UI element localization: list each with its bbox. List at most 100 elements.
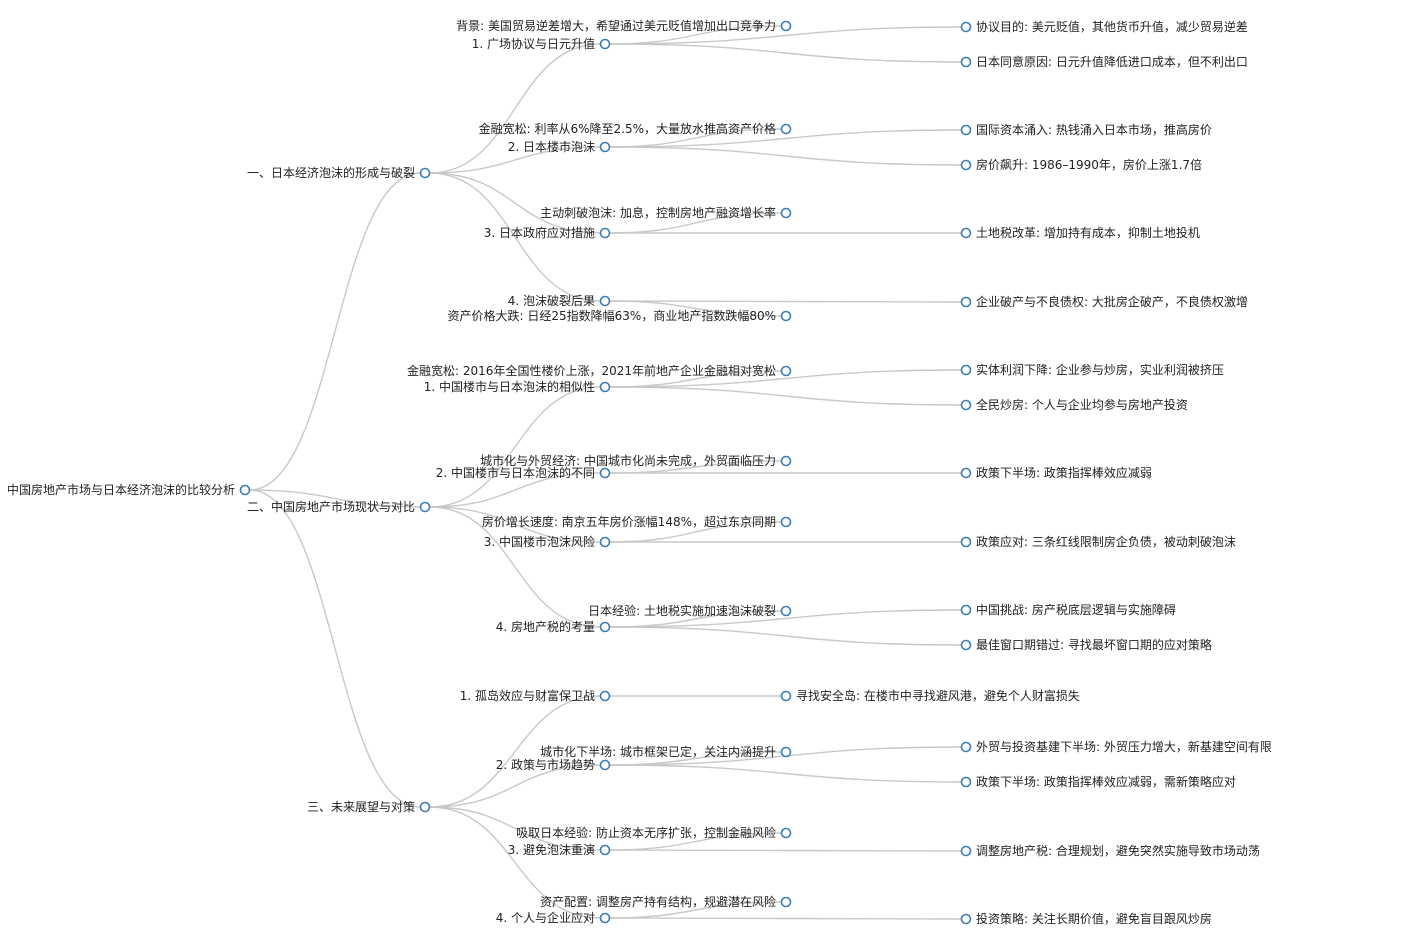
node-toggle-s3-3[interactable] [599, 844, 611, 856]
node-toggle-s3-2-b[interactable] [960, 741, 972, 753]
node-s1-4-a[interactable]: 资产价格大跌: 日经25指数降幅63%，商业地产指数跌幅80% [448, 308, 792, 323]
link-s3-3-b [609, 849, 962, 852]
node-s3-4-b[interactable]: 投资策略: 关注长期价值，避免盲目跟风炒房 [960, 911, 1212, 926]
node-s2-2-a[interactable]: 城市化与外贸经济: 中国城市化尚未完成，外贸面临压力 [480, 453, 792, 468]
node-s1-3-b[interactable]: 土地税改革: 增加持有成本，抑制土地投机 [960, 225, 1200, 240]
node-label-s1-2-b: 国际资本涌入: 热钱涌入日本市场，推高房价 [976, 122, 1212, 137]
node-s1-1-a[interactable]: 背景: 美国贸易逆差增大，希望通过美元贬值增加出口竞争力 [456, 18, 792, 33]
node-s3-2-c[interactable]: 政策下半场: 政策指挥棒效应减弱，需新策略应对 [960, 774, 1236, 789]
link-s2 [249, 489, 421, 508]
node-s1-2-c[interactable]: 房价飙升: 1986–1990年，房价上涨1.7倍 [960, 157, 1203, 172]
node-s2-3-b[interactable]: 政策应对: 三条红线限制房企负债，被动刺破泡沫 [960, 534, 1236, 549]
node-toggle-s1-3-a[interactable] [780, 207, 792, 219]
node-toggle-s2-1-a[interactable] [780, 365, 792, 377]
node-s3-2[interactable]: 2. 政策与市场趋势 [496, 757, 611, 772]
node-s1-2[interactable]: 2. 日本楼市泡沫 [508, 139, 611, 154]
node-toggle-root[interactable] [239, 484, 251, 496]
node-toggle-s1-2-b[interactable] [960, 124, 972, 136]
node-toggle-s1-2[interactable] [599, 141, 611, 153]
node-toggle-s3-3-b[interactable] [960, 845, 972, 857]
node-s3-4[interactable]: 4. 个人与企业应对 [496, 910, 611, 925]
node-toggle-s1-3[interactable] [599, 227, 611, 239]
node-toggle-s1-4-a[interactable] [780, 310, 792, 322]
node-toggle-s3-1[interactable] [599, 690, 611, 702]
node-label-s3-2-c: 政策下半场: 政策指挥棒效应减弱，需新策略应对 [976, 774, 1236, 789]
node-s2-4-b[interactable]: 中国挑战: 房产税底层逻辑与实施障碍 [960, 602, 1176, 617]
node-s3-1-a[interactable]: 寻找安全岛: 在楼市中寻找避风港，避免个人财富损失 [780, 688, 1080, 703]
node-s1-2-a[interactable]: 金融宽松: 利率从6%降至2.5%，大量放水推高资产价格 [479, 121, 792, 136]
node-toggle-s3-2-c[interactable] [960, 776, 972, 788]
node-s2[interactable]: 二、中国房地产市场现状与对比 [247, 499, 431, 514]
node-s2-4-c[interactable]: 最佳窗口期错过: 寻找最坏窗口期的应对策略 [960, 637, 1212, 652]
node-label-s2-4-c: 最佳窗口期错过: 寻找最坏窗口期的应对策略 [976, 637, 1212, 652]
node-toggle-s2-1-b[interactable] [960, 364, 972, 376]
node-toggle-s2-4[interactable] [599, 621, 611, 633]
node-toggle-s1-2-a[interactable] [780, 123, 792, 135]
node-toggle-s2-1[interactable] [599, 381, 611, 393]
node-toggle-s2[interactable] [419, 501, 431, 513]
node-toggle-s3-3-a[interactable] [780, 827, 792, 839]
node-toggle-s1-1-b[interactable] [960, 21, 972, 33]
node-toggle-s1[interactable] [419, 167, 431, 179]
node-label-s3-4: 4. 个人与企业应对 [496, 910, 595, 925]
node-label-s1-1: 1. 广场协议与日元升值 [472, 36, 595, 51]
node-toggle-s2-2-b[interactable] [960, 467, 972, 479]
node-toggle-s2-4-b[interactable] [960, 604, 972, 616]
node-toggle-s1-3-b[interactable] [960, 227, 972, 239]
node-toggle-s1-4-b[interactable] [960, 296, 972, 308]
node-s1-2-b[interactable]: 国际资本涌入: 热钱涌入日本市场，推高房价 [960, 122, 1212, 137]
node-toggle-s3-2-a[interactable] [780, 746, 792, 758]
node-s3-2-b[interactable]: 外贸与投资基建下半场: 外贸压力增大，新基建空间有限 [960, 739, 1272, 754]
node-toggle-s2-2[interactable] [599, 467, 611, 479]
node-toggle-s1-1-a[interactable] [780, 20, 792, 32]
node-toggle-s2-4-c[interactable] [960, 639, 972, 651]
node-label-s1-3-a: 主动刺破泡沫: 加息，控制房地产融资增长率 [540, 205, 776, 220]
node-toggle-s2-1-c[interactable] [960, 399, 972, 411]
node-toggle-s2-4-a[interactable] [780, 605, 792, 617]
node-s3-4-a[interactable]: 资产配置: 调整房产持有结构，规避潜在风险 [540, 894, 792, 909]
node-s1-1[interactable]: 1. 广场协议与日元升值 [472, 36, 611, 51]
node-s2-4[interactable]: 4. 房地产税的考量 [496, 619, 611, 634]
node-s3-3[interactable]: 3. 避免泡沫重演 [508, 842, 611, 857]
node-toggle-s1-1[interactable] [599, 38, 611, 50]
node-s1-4[interactable]: 4. 泡沫破裂后果 [508, 293, 611, 308]
node-s1-3-a[interactable]: 主动刺破泡沫: 加息，控制房地产融资增长率 [540, 205, 792, 220]
node-toggle-s2-3-a[interactable] [780, 516, 792, 528]
node-s1[interactable]: 一、日本经济泡沫的形成与破裂 [247, 165, 431, 180]
node-label-s2-3: 3. 中国楼市泡沫风险 [484, 534, 595, 549]
node-toggle-s1-1-c[interactable] [960, 56, 972, 68]
node-s2-3[interactable]: 3. 中国楼市泡沫风险 [484, 534, 611, 549]
node-s2-2[interactable]: 2. 中国楼市与日本泡沫的不同 [436, 465, 611, 480]
node-toggle-s3-1-a[interactable] [780, 690, 792, 702]
node-toggle-s3-2[interactable] [599, 759, 611, 771]
node-toggle-s3-4[interactable] [599, 912, 611, 924]
node-label-s2-2-b: 政策下半场: 政策指挥棒效应减弱 [976, 465, 1152, 480]
node-toggle-s3-4-a[interactable] [780, 896, 792, 908]
node-s2-1-b[interactable]: 实体利润下降: 企业参与炒房，实业利润被挤压 [960, 362, 1224, 377]
node-s2-3-a[interactable]: 房价增长速度: 南京五年房价涨幅148%，超过东京同期 [482, 514, 792, 529]
node-root[interactable]: 中国房地产市场与日本经济泡沫的比较分析 [7, 482, 251, 497]
node-toggle-s1-4[interactable] [599, 295, 611, 307]
node-toggle-s1-2-c[interactable] [960, 159, 972, 171]
node-toggle-s2-3[interactable] [599, 536, 611, 548]
node-s2-2-b[interactable]: 政策下半场: 政策指挥棒效应减弱 [960, 465, 1152, 480]
node-s1-1-b[interactable]: 协议目的: 美元贬值，其他货币升值，减少贸易逆差 [960, 19, 1248, 34]
node-s3-1[interactable]: 1. 孤岛效应与财富保卫战 [460, 688, 611, 703]
node-s1-4-b[interactable]: 企业破产与不良债权: 大批房企破产，不良债权激增 [960, 294, 1248, 309]
node-s3-3-b[interactable]: 调整房地产税: 合理规划，避免突然实施导致市场动荡 [960, 843, 1260, 858]
node-toggle-s2-3-b[interactable] [960, 536, 972, 548]
node-s1-1-c[interactable]: 日本同意原因: 日元升值降低进口成本，但不利出口 [960, 54, 1248, 69]
node-s2-1-c[interactable]: 全民炒房: 个人与企业均参与房地产投资 [960, 397, 1188, 412]
node-s2-4-a[interactable]: 日本经验: 土地税实施加速泡沫破裂 [588, 603, 792, 618]
node-s2-1-a[interactable]: 金融宽松: 2016年全国性楼价上涨，2021年前地产企业金融相对宽松 [407, 363, 792, 378]
node-s3-2-a[interactable]: 城市化下半场: 城市框架已定，关注内涵提升 [540, 744, 792, 759]
node-toggle-s3[interactable] [419, 801, 431, 813]
node-toggle-s2-2-a[interactable] [780, 455, 792, 467]
node-s2-1[interactable]: 1. 中国楼市与日本泡沫的相似性 [424, 379, 611, 394]
node-s1-3[interactable]: 3. 日本政府应对措施 [484, 225, 611, 240]
node-toggle-s3-4-b[interactable] [960, 913, 972, 925]
node-s3-3-a[interactable]: 吸取日本经验: 防止资本无序扩张，控制金融风险 [516, 825, 792, 840]
node-label-s1-1-b: 协议目的: 美元贬值，其他货币升值，减少贸易逆差 [976, 19, 1248, 34]
node-s3[interactable]: 三、未来展望与对策 [307, 800, 431, 814]
node-label-s1: 一、日本经济泡沫的形成与破裂 [247, 165, 415, 180]
